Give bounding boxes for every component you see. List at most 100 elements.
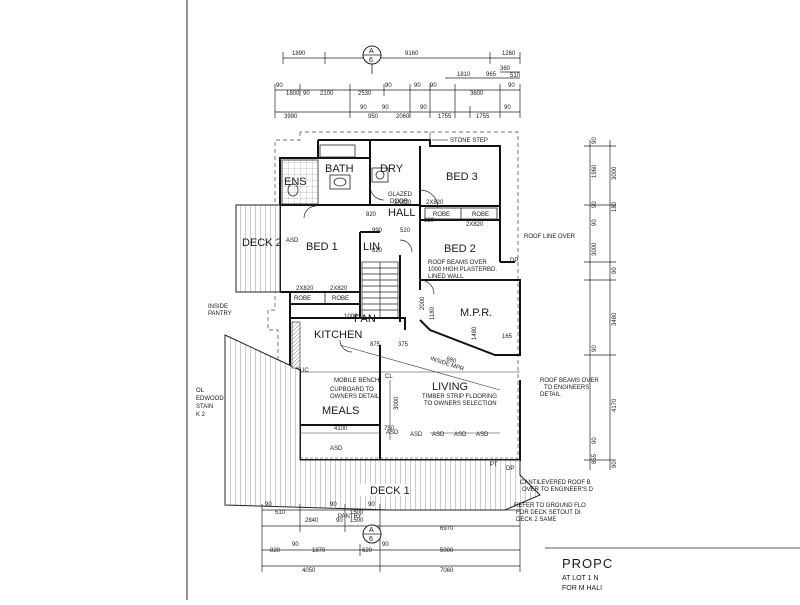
note-roof-line-over: ROOF LINE OVER [524,234,576,240]
note-uc: UC [300,368,309,374]
grid-number-top: 6 [369,57,373,64]
dim-right-10: 4170 [612,398,618,412]
note-refer-3: DECK 2 SAME [516,517,556,523]
note-cantilevered-1: CANTILEVERED ROOF B [520,480,591,486]
note-cupboard-2: OWNERS DETAIL [330,394,380,400]
dim-int-1480: 1480 [472,326,478,340]
dim-int-4100: 4100 [334,426,348,432]
dim-int-2x820-d: 2X820 [330,286,348,292]
dim-right-4: 180 [612,201,618,212]
grid-label-top: A [369,48,374,55]
bathtub [319,144,356,158]
note-pantry-small: PANTRY [338,514,362,520]
right-dimensions [584,140,616,470]
dim-right-6: 3000 [592,242,598,256]
deck-2 [235,204,281,293]
right-dimension-labels: 90 1960 90 3000 180 90 3000 90 3480 90 4… [592,137,618,468]
title-line-2: FOR M HALI [562,585,602,592]
dim-r5-1755a: 1755 [438,114,452,120]
note-redwood-4: K 2 [196,412,206,418]
room-ens: ENS [284,176,307,188]
dim-top-965: 965 [486,72,497,78]
dim-right-7: 90 [612,267,618,274]
interior-detail-lines [300,132,520,459]
title-line-1: AT LOT 1 N [562,575,599,582]
dim-b1-90b: 90 [330,502,337,508]
dim-b3-6970: 6970 [440,526,454,532]
note-roof-beams-over: ROOF BEAMS OVER [428,260,487,266]
dim-b1-510: 510 [275,510,286,516]
deck-1-label-bg [360,484,410,496]
dim-top-1810: 1810 [457,72,471,78]
room-pan: PAN [354,313,376,325]
dry-bench [371,167,389,183]
dim-b2-90: 90 [336,518,343,524]
note-glazed: GLAZED [388,192,413,198]
dim-right-9: 90 [592,345,598,352]
room-living: LIVING [432,381,468,393]
dim-r5-3990: 3990 [284,114,298,120]
note-asd-4: ASD [454,432,467,438]
note-asd-5: ASD [476,432,489,438]
dim-r5-90b: 90 [382,105,389,111]
note-redwood-3: STAIN [196,404,213,410]
room-lin: LIN [363,241,380,253]
dim-r4-3600: 3600 [470,91,484,97]
dim-b2-1500: 1500 [350,518,364,524]
dim-int-875: 875 [370,342,381,348]
note-roof-beams-eng-1: ROOF BEAMS OVER [540,378,599,384]
dim-b4-1870: 1870 [312,548,326,554]
dim-r4-90b: 90 [303,91,310,97]
dim-r4-90c: 90 [385,83,392,89]
room-bath: BATH [325,163,354,175]
note-cl: CL [385,374,393,380]
note-cantilevered-2: OVER TO ENGINEER'S D [522,487,594,493]
dim-top-1890: 1890 [292,51,306,57]
dim-r5-90a: 90 [360,105,367,111]
title-block: PROPC AT LOT 1 N FOR M HALI [545,547,800,592]
note-roof-beams-eng-2: TO ENGINEERS [544,385,589,391]
dim-int-1180: 1180 [430,306,436,320]
dim-r4-90d: 90 [414,83,421,89]
note-inside: INSIDE [208,304,228,310]
grid-label-bottom: A [369,527,374,534]
dim-b4-820: 820 [270,548,281,554]
note-robe-3: ROBE [433,212,450,218]
dim-int-680: 680 [445,356,457,365]
note-redwood-1: OL [196,388,205,394]
title-text: PROPC [562,556,613,571]
note-redwood-2: EDWOOD [196,396,224,402]
dim-r5-90d: 90 [504,105,511,111]
dim-int-2x820-a: 2X820 [394,200,412,206]
room-bed1: BED 1 [306,241,338,253]
dim-int-2000: 2000 [420,296,426,310]
room-meals: MEALS [322,405,359,417]
plan-notes: STONE STEP GLAZED DOOR ROBE ROBE ROBE RO… [196,138,599,523]
dim-r4-1800: 1800 [286,91,300,97]
dim-r4-90f: 90 [508,83,515,89]
note-roof-beams-eng-3: DETAIL [540,392,561,398]
dim-right-0: 90 [592,137,598,144]
stairs [361,261,399,319]
internal-dimensions: 2X820 2X820 2X820 2X820 2X820 820 820 82… [296,200,513,432]
dim-int-820-b: 820 [424,218,435,224]
dim-b4-90: 90 [292,542,299,548]
top-dimension-labels: 1890 9160 1260 360 510 1810 965 90 1800 … [276,51,521,120]
room-hall: HALL [388,207,416,219]
dim-b4-5000: 5000 [440,548,454,554]
basin [333,177,347,187]
bottom-dimension-labels: 90 510 90 1500 90 2840 90 1500 6970 820 … [265,502,454,574]
grid-number-bottom: 6 [369,536,373,543]
top-dimensions [274,52,521,118]
dim-int-990: 990 [372,228,383,234]
note-cupboard-1: CUPBOARD TO [330,387,374,393]
dim-r4-2530: 2530 [358,91,372,97]
note-robe-4: ROBE [472,212,489,218]
note-pantry: PANTRY [208,311,232,317]
dim-int-820-c: 820 [372,248,383,254]
note-dp-2: DP [510,258,518,264]
room-dry: DRY [380,163,404,175]
dim-r5-1755b: 1755 [476,114,490,120]
